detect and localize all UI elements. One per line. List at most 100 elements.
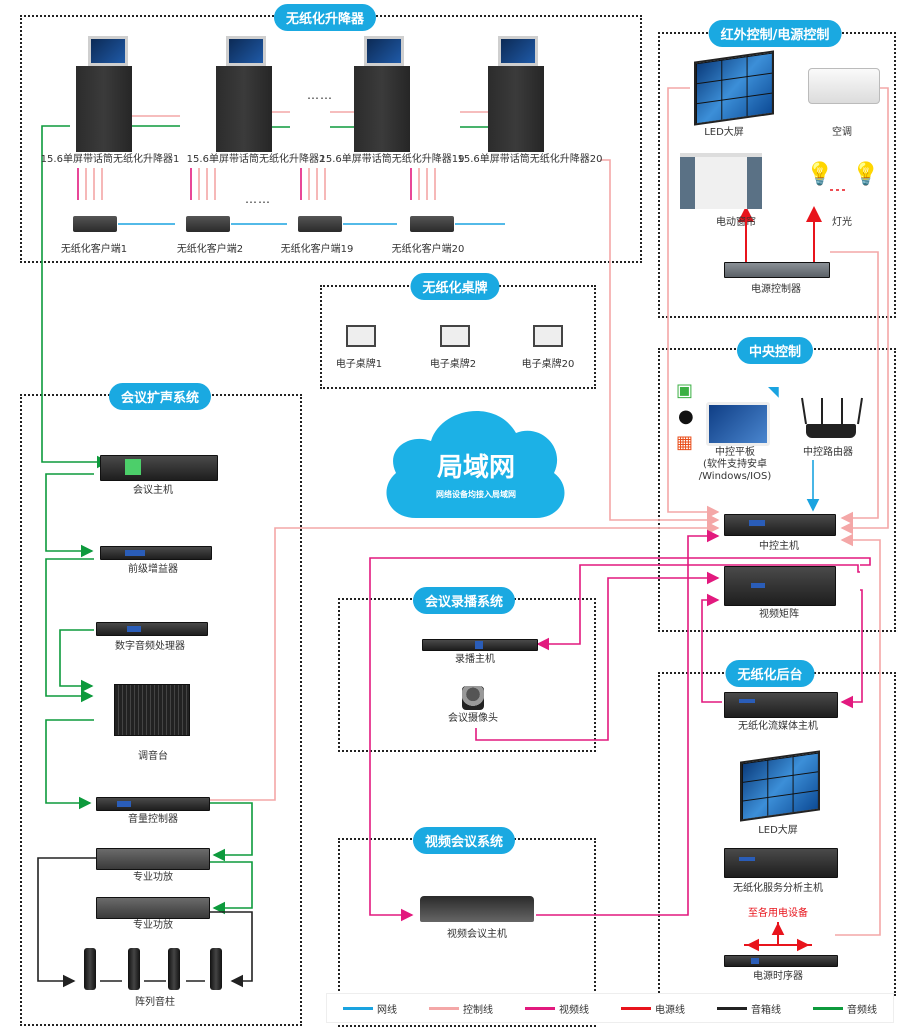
apple-icon: ● xyxy=(678,406,694,427)
legend-item-audio: 音频线 xyxy=(813,1001,877,1016)
preamp[interactable] xyxy=(100,546,212,560)
lifter-screen-1 xyxy=(88,36,128,66)
streaming-host-label: 无纸化流媒体主机 xyxy=(738,721,818,732)
curtain-label: 电动窗帘 xyxy=(716,217,756,228)
group-title-lift: 无纸化升降器 xyxy=(273,4,377,31)
conference-camera[interactable] xyxy=(462,686,484,710)
wire-lift-to-client xyxy=(77,168,436,200)
android-icon: ▣ xyxy=(676,380,694,401)
light-bulb-icon[interactable]: 💡 xyxy=(852,162,880,187)
client-label-2: 无纸化客户端2 xyxy=(176,244,244,255)
preamp-label: 前级增益器 xyxy=(128,564,178,575)
wire-audio-amp1-amp2 xyxy=(210,861,253,915)
audio-processor[interactable] xyxy=(96,622,208,636)
amplifier-1[interactable] xyxy=(96,848,210,870)
air-conditioner[interactable] xyxy=(808,68,880,104)
lifter-1[interactable] xyxy=(76,66,132,152)
lan-title: 局域网 xyxy=(436,453,516,483)
nameplate-label-20: 电子桌牌20 xyxy=(521,359,575,370)
column-speaker-2[interactable] xyxy=(128,948,140,990)
wire-audio-preamp-mixer xyxy=(45,558,94,703)
power-note-label: 至各用电设备 xyxy=(748,908,808,919)
legend-swatch xyxy=(621,1006,651,1010)
light-bulb-icon[interactable]: 💡 xyxy=(806,162,834,187)
wire-video-matrix-stream xyxy=(840,589,863,709)
lifter-20[interactable] xyxy=(488,66,544,152)
mixer[interactable] xyxy=(114,684,190,736)
wire-video-vconf-host xyxy=(536,529,720,916)
backend-led-label: LED大屏 xyxy=(758,825,798,836)
group-title-recording: 会议录播系统 xyxy=(412,587,516,614)
lifter-label-19: 15.6单屏带话筒无纸化升降器19 xyxy=(319,154,465,165)
wire-audio-mixer-volume xyxy=(45,719,94,810)
group-title-backend: 无纸化后台 xyxy=(725,660,815,687)
service-analysis-host-label: 无纸化服务分析主机 xyxy=(733,883,823,894)
client-19[interactable] xyxy=(298,216,342,232)
nameplate-20[interactable] xyxy=(533,325,563,347)
column-speaker-3[interactable] xyxy=(168,948,180,990)
router-antenna-icon xyxy=(801,397,863,425)
video-conference-host-label: 视频会议主机 xyxy=(447,929,507,940)
tablet-label: 中控平板 xyxy=(715,447,755,458)
volume-controller-label: 音量控制器 xyxy=(128,814,178,825)
legend-item-power: 电源线 xyxy=(621,1001,685,1016)
legend-item-speaker: 音箱线 xyxy=(717,1001,781,1016)
mixer-label: 调音台 xyxy=(138,751,168,762)
service-analysis-host[interactable] xyxy=(724,848,838,878)
wire-audio-dsp-mixer xyxy=(59,629,94,693)
wire-audio-host-preamp xyxy=(45,473,94,558)
router[interactable] xyxy=(806,424,856,438)
nameplate-1[interactable] xyxy=(346,325,376,347)
wire-control-power xyxy=(830,251,879,525)
lifter-19[interactable] xyxy=(354,66,410,152)
tablet-note-2: /Windows/IOS) xyxy=(698,471,772,482)
legend-swatch xyxy=(717,1006,747,1010)
nameplate-2[interactable] xyxy=(440,325,470,347)
tablet-note-1: (软件支持安卓 xyxy=(703,459,767,470)
nameplate-label-2: 电子桌牌2 xyxy=(429,359,477,370)
volume-controller[interactable] xyxy=(96,797,210,811)
wire-control-volume xyxy=(208,521,720,801)
audio-processor-label: 数字音频处理器 xyxy=(115,641,185,652)
power-sequencer-label: 电源时序器 xyxy=(753,971,803,982)
wire-control-led xyxy=(667,87,720,519)
lifter-label-20: 15.6单屏带话筒无纸化升降器20 xyxy=(457,154,603,165)
client-label-19: 无纸化客户端19 xyxy=(280,244,354,255)
group-title-nameplate: 无纸化桌牌 xyxy=(410,273,500,300)
backend-led-screen[interactable] xyxy=(740,750,820,822)
wire-speaker-left xyxy=(37,857,96,988)
power-controller[interactable] xyxy=(724,262,830,278)
router-label: 中控路由器 xyxy=(803,447,853,458)
wire-speaker-right xyxy=(210,911,253,988)
client-2[interactable] xyxy=(186,216,230,232)
client-20[interactable] xyxy=(410,216,454,232)
control-tablet[interactable] xyxy=(706,402,770,446)
ir-led-screen[interactable] xyxy=(694,50,774,126)
conference-host[interactable] xyxy=(100,455,218,481)
curtain-icon[interactable] xyxy=(680,153,762,209)
wire-control-lift-host xyxy=(600,159,720,527)
streaming-host[interactable] xyxy=(724,692,838,718)
recording-host[interactable] xyxy=(422,639,538,651)
group-title-central: 中央控制 xyxy=(736,337,814,364)
legend-item-control: 控制线 xyxy=(429,1001,493,1016)
lifter-label-1: 15.6单屏带话筒无纸化升降器1 xyxy=(40,154,180,165)
lifter-2[interactable] xyxy=(216,66,272,152)
column-speaker-1[interactable] xyxy=(84,948,96,990)
lan-subtitle: 网络设备均接入局域网 xyxy=(436,490,516,499)
conference-host-label: 会议主机 xyxy=(133,485,173,496)
ir-led-label: LED大屏 xyxy=(704,127,744,138)
central-host[interactable] xyxy=(724,514,836,536)
legend-item-video: 视频线 xyxy=(525,1001,589,1016)
video-matrix[interactable] xyxy=(724,566,836,606)
legend-swatch xyxy=(429,1006,459,1010)
power-controller-label: 电源控制器 xyxy=(751,284,801,295)
group-title-video-conf: 视频会议系统 xyxy=(412,827,516,854)
lifter-ellipsis: …… xyxy=(307,88,333,102)
video-conference-host[interactable] xyxy=(420,896,534,922)
column-speaker-4[interactable] xyxy=(210,948,222,990)
power-sequencer[interactable] xyxy=(724,955,838,967)
group-title-audio: 会议扩声系统 xyxy=(108,383,212,410)
client-1[interactable] xyxy=(73,216,117,232)
amplifier-2[interactable] xyxy=(96,897,210,919)
